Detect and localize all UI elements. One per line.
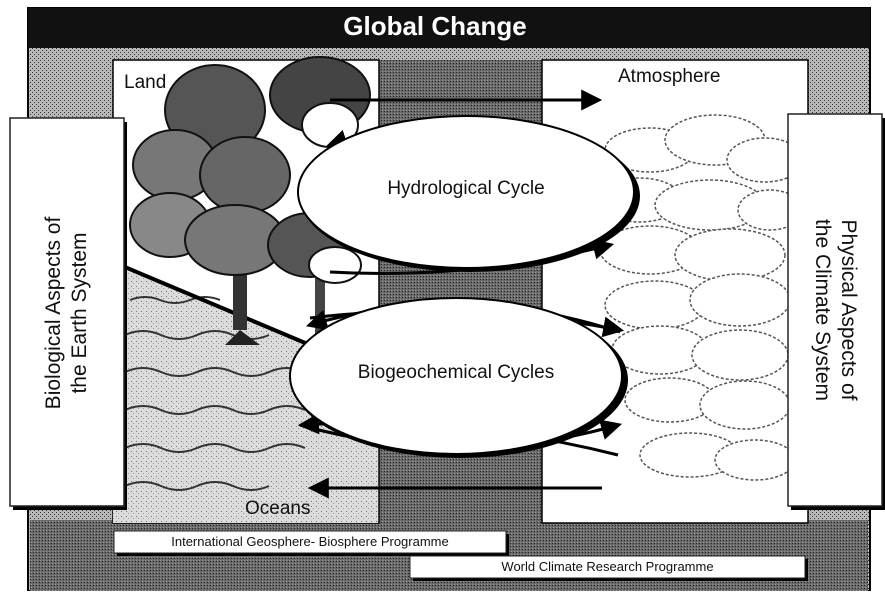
wcrp-box <box>409 555 806 579</box>
ocean-area <box>113 265 378 523</box>
page-title: Global Change <box>343 11 527 41</box>
biological-box <box>9 117 125 507</box>
physical-aspects-line-2: the Climate System <box>811 218 834 402</box>
title-bar <box>28 8 870 48</box>
hydrological-cycle-label: Hydrological Cycle <box>387 178 545 199</box>
hydrological-ellipse <box>297 115 635 269</box>
biological-aspects-line-1: Biological Aspects of <box>42 216 65 410</box>
land-label: Land <box>124 72 167 93</box>
biological-aspects-label: Biological Aspects of the Earth System <box>41 119 93 507</box>
wcrp-label: World Climate Research Programme <box>501 559 714 574</box>
physical-aspects-label: Physical Aspects of the Climate System <box>809 114 861 506</box>
igbp-box <box>113 530 507 554</box>
oceans-label: Oceans <box>245 498 311 519</box>
biogeochemical-ellipse <box>289 297 623 455</box>
atmosphere-label: Atmosphere <box>618 66 721 87</box>
physical-aspects-line-1: Physical Aspects of <box>837 219 860 401</box>
cloud-illustration <box>597 114 804 481</box>
land-ocean-divider <box>112 260 311 347</box>
biological-aspects-line-2: the Earth System <box>68 232 91 394</box>
physical-box <box>787 113 883 507</box>
ocean-waves <box>124 296 306 491</box>
forest-illustration <box>129 56 371 345</box>
igbp-label: International Geosphere- Biosphere Progr… <box>171 534 449 549</box>
biogeochemical-cycles-label: Biogeochemical Cycles <box>357 362 555 383</box>
